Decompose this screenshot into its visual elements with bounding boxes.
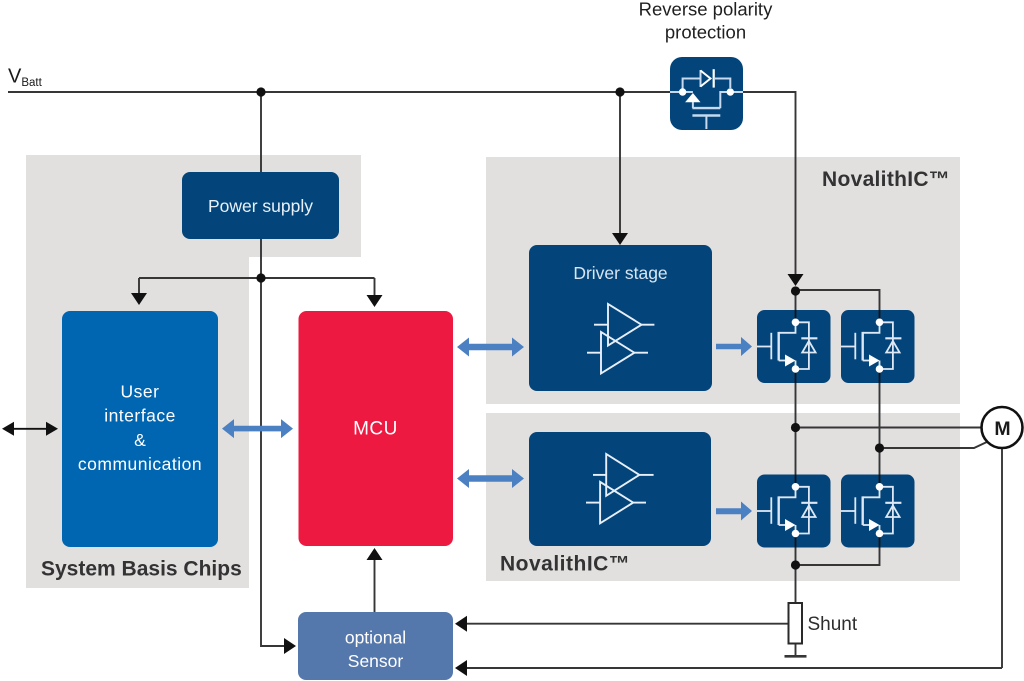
svg-text:VBatt: VBatt — [8, 66, 43, 90]
svg-text:protection: protection — [665, 22, 746, 43]
svg-text:communication: communication — [78, 454, 202, 474]
svg-text:System Basis Chips: System Basis Chips — [41, 558, 242, 581]
svg-text:Shunt: Shunt — [808, 614, 858, 635]
svg-text:NovalithIC™: NovalithIC™ — [822, 168, 950, 191]
svg-text:User: User — [121, 382, 160, 402]
svg-text:Reverse polarity: Reverse polarity — [639, 0, 773, 20]
svg-text:optional: optional — [345, 628, 406, 648]
svg-text:MCU: MCU — [353, 419, 398, 440]
svg-text:Sensor: Sensor — [348, 651, 404, 671]
svg-text:M: M — [994, 418, 1010, 440]
svg-text:Power supply: Power supply — [208, 196, 313, 216]
svg-text:&: & — [134, 430, 146, 450]
svg-text:Driver stage: Driver stage — [573, 263, 667, 283]
svg-text:NovalithIC™: NovalithIC™ — [500, 553, 630, 576]
svg-text:interface: interface — [104, 406, 176, 426]
